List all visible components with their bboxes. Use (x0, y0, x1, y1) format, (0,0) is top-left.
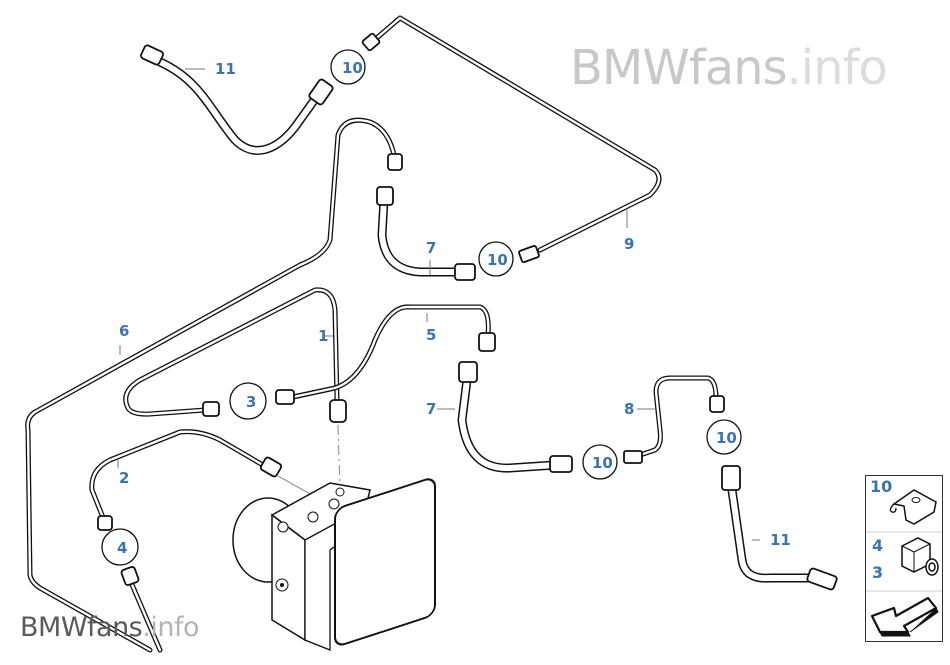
brake-hose-11-upper[interactable] (140, 44, 334, 155)
callout-label[interactable]: 10 (592, 454, 613, 472)
bracket-clip-icon (889, 489, 937, 525)
brake-pipe-9[interactable] (361, 15, 662, 264)
legend-item-clip[interactable]: 10 (870, 477, 937, 525)
callout-label[interactable]: 11 (770, 531, 791, 549)
alignment-line (337, 424, 341, 491)
callout-label[interactable]: 3 (246, 393, 256, 411)
callout-label[interactable]: 11 (215, 60, 236, 78)
brake-pipe-2[interactable] (89, 429, 283, 531)
watermark-brand: BMWfans (20, 612, 143, 643)
callout-label[interactable]: 8 (624, 400, 634, 418)
watermark-suffix: .info (142, 612, 199, 643)
watermark-top: BMWfans.info (570, 40, 888, 96)
abs-hydraulic-unit[interactable] (232, 477, 436, 651)
back-arrow-button[interactable] (870, 596, 939, 637)
callout-circle (706, 419, 742, 455)
callout-label[interactable]: 7 (426, 400, 436, 418)
watermark-bottom: BMWfans.info (20, 612, 199, 643)
callout-label[interactable]: 9 (624, 235, 634, 253)
callout-circle (478, 241, 514, 277)
callout-circle (582, 444, 618, 480)
brake-pipe-1[interactable] (123, 287, 347, 423)
callout-label[interactable]: 2 (119, 469, 129, 487)
brake-pipe-8[interactable] (623, 375, 725, 464)
callout-circle (101, 528, 139, 566)
callout-label[interactable]: 6 (119, 322, 129, 340)
brake-hose-7-upper[interactable] (376, 186, 476, 281)
callout-label[interactable]: 10 (342, 59, 363, 77)
parts-legend: 10 4 3 (865, 475, 943, 642)
callout-circle (330, 49, 366, 85)
callout-label[interactable]: 7 (426, 239, 436, 257)
legend-item-adapter[interactable]: 4 3 (872, 536, 939, 582)
back-arrow-icon (870, 596, 938, 634)
callout-label[interactable]: 5 (426, 326, 436, 344)
callout-label[interactable]: 10 (487, 251, 508, 269)
brake-pipe-5[interactable] (275, 304, 496, 405)
legend-label: 3 (872, 563, 883, 582)
brake-hose-11-lower[interactable] (721, 465, 838, 591)
brake-pipe-6[interactable] (25, 117, 403, 653)
watermark-brand: BMWfans (570, 40, 788, 96)
brake-hose-7-lower[interactable] (457, 361, 573, 473)
brake-pipe-lower[interactable] (120, 566, 163, 653)
hex-adapter-icon (901, 537, 939, 576)
watermark-suffix: .info (786, 40, 888, 96)
callout-circle (229, 382, 267, 420)
callout-label[interactable]: 10 (716, 429, 737, 447)
callout-label[interactable]: 1 (318, 327, 328, 345)
legend-label: 4 (872, 536, 883, 555)
callout-label[interactable]: 4 (117, 539, 127, 557)
legend-label: 10 (870, 477, 892, 496)
